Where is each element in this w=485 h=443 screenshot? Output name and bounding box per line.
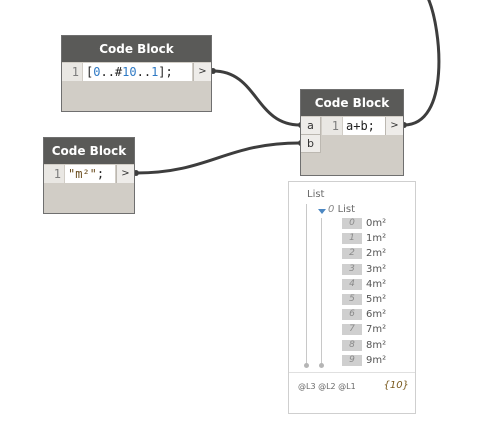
preview-title: List <box>307 189 325 200</box>
tree-guide-line <box>321 218 322 364</box>
line-number: 1 <box>62 63 82 81</box>
code-line[interactable]: 1 "m²"; > <box>44 165 134 183</box>
code-editor[interactable]: [0..#10..1]; <box>83 63 192 81</box>
item-value: 8m² <box>366 339 387 351</box>
item-value: 6m² <box>366 309 387 321</box>
preview-divider <box>289 372 415 373</box>
code-block-range-node[interactable]: Code Block 1 [0..#10..1]; > <box>61 35 212 112</box>
item-value: 4m² <box>366 278 387 290</box>
output-port[interactable]: > <box>193 63 211 81</box>
item-index: 1 <box>342 233 362 245</box>
sublist-header[interactable]: 0 List <box>328 204 355 215</box>
item-value: 1m² <box>366 233 387 245</box>
code-editor[interactable]: "m²"; <box>65 165 115 183</box>
item-index: 6 <box>342 309 362 321</box>
code-block-unit-node[interactable]: Code Block 1 "m²"; > <box>43 137 135 214</box>
tree-guide-line <box>306 204 307 364</box>
item-index: 9 <box>342 354 362 366</box>
item-value: 9m² <box>366 354 387 366</box>
code-line[interactable]: 1 [0..#10..1]; > <box>62 63 211 81</box>
tree-guide-dot <box>304 363 309 368</box>
code-string: "m²" <box>68 167 97 181</box>
code-token: ; <box>96 167 105 181</box>
item-index: 0 <box>342 218 362 229</box>
line-number: 1 <box>322 117 342 135</box>
wire-range-to-a[interactable] <box>212 69 301 127</box>
wire-output-offscreen[interactable] <box>403 0 441 127</box>
code-number: 10 <box>122 65 137 79</box>
item-index: 3 <box>342 263 362 275</box>
list-levels[interactable]: @L3 @L2 @L1 <box>298 382 356 391</box>
code-editor[interactable]: a+b; <box>343 117 385 135</box>
output-port[interactable]: > <box>385 117 403 135</box>
wire-unit-to-b[interactable] <box>135 141 301 175</box>
item-count: {10} <box>383 380 409 391</box>
node-title: Code Block <box>62 36 211 62</box>
sublist-label: List <box>337 204 356 215</box>
line-number: 1 <box>44 165 64 183</box>
item-value: 3m² <box>366 263 387 275</box>
code-token: .. <box>136 65 152 79</box>
collapse-arrow-icon[interactable] <box>318 209 326 214</box>
node-title: Code Block <box>301 90 403 116</box>
code-block-sum-node[interactable]: Code Block a b 1 a+b; > <box>300 89 404 176</box>
item-index: 8 <box>342 339 362 351</box>
code-token: [ <box>86 65 94 79</box>
item-value: 2m² <box>366 248 387 260</box>
item-value: 7m² <box>366 324 387 336</box>
item-index: 5 <box>342 294 362 305</box>
code-line[interactable]: 1 a+b; > <box>322 117 403 135</box>
input-port-b[interactable]: b <box>301 135 321 153</box>
item-index: 7 <box>342 324 362 336</box>
item-index: 2 <box>342 248 362 260</box>
item-value: 0m² <box>366 218 387 229</box>
sublist-index: 0 <box>328 204 335 215</box>
code-token: ]; <box>158 65 173 79</box>
output-port[interactable]: > <box>116 165 134 183</box>
list-preview-panel[interactable]: List 0 List 0 0m² 1 1m² 2 2m² 3 3m² 4 4m² 5 5m² 6 6m²… <box>288 181 416 414</box>
code-number: 1 <box>151 65 159 79</box>
input-port-a[interactable]: a <box>301 117 321 135</box>
node-title: Code Block <box>44 138 134 164</box>
code-number: 0 <box>93 65 101 79</box>
item-index: 4 <box>342 278 362 290</box>
code-token: ..# <box>100 65 123 79</box>
tree-guide-dot <box>319 363 324 368</box>
item-value: 5m² <box>366 294 387 305</box>
